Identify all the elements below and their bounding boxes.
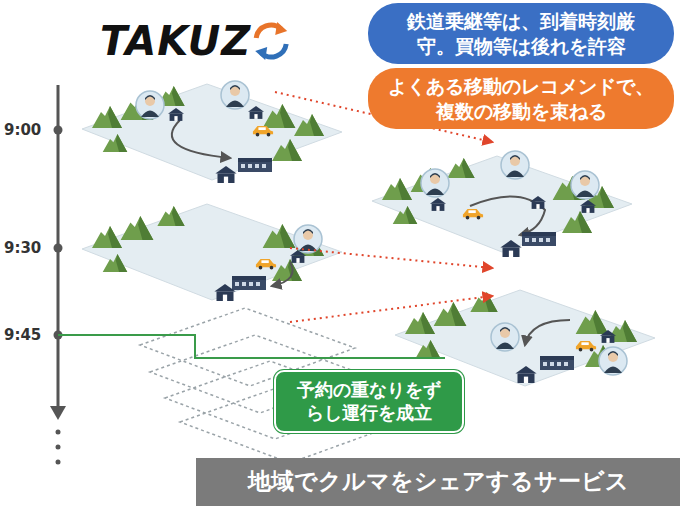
node-text: よくある移動のレコメンドで、複数の移動を束ねる (386, 74, 656, 123)
node-text: 鉄道乗継等は、到着時刻厳守。買物等は後れを許容 (396, 9, 646, 58)
time-label: 9:00 (4, 121, 41, 139)
node-text: 予約の重なりをずらし運行を成立 (289, 378, 449, 425)
caption-band: 地域でクルマをシェアするサービス (196, 458, 680, 506)
time-label: 9:30 (4, 239, 41, 257)
note-box: よくある移動のレコメンドで、複数の移動を束ねる (368, 68, 674, 129)
node-text: 地域でクルマをシェアするサービス (248, 467, 629, 497)
logo-text: TAKUZ (100, 18, 251, 64)
time-label: 9:45 (4, 326, 41, 344)
note-box: 鉄道乗継等は、到着時刻厳守。買物等は後れを許容 (368, 3, 674, 64)
note-box: 予約の重なりをずらし運行を成立 (274, 370, 464, 433)
